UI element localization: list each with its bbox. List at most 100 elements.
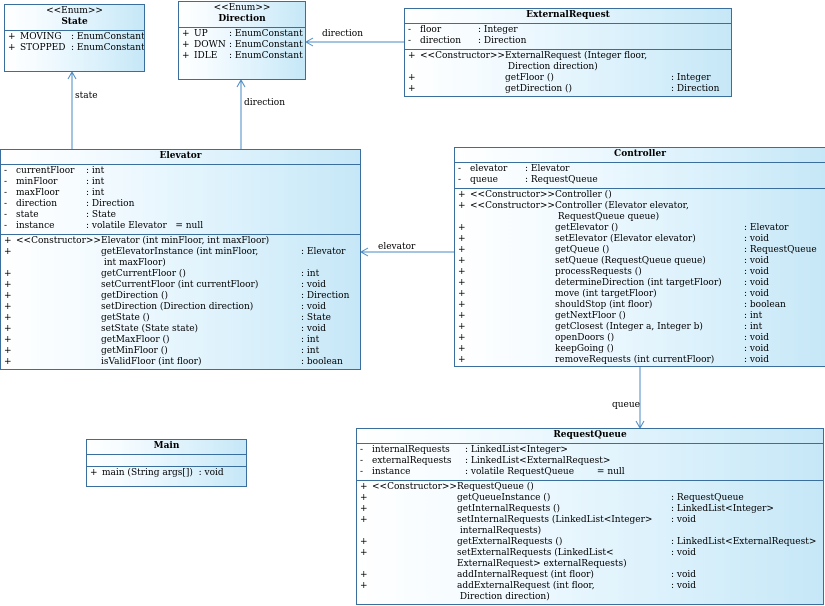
class-controller[interactable]: Controller-elevator: Elevator-queue: Req… (454, 147, 825, 367)
visibility-marker: - (408, 25, 412, 35)
attribute-row: +MOVING: EnumConstant (5, 32, 144, 43)
operation-stereotype (16, 247, 101, 269)
operation-row: +<<Constructor>>Elevator (int minFloor, … (1, 236, 360, 247)
operation-signature: getQueue () (555, 245, 610, 255)
attribute-row: +UP: EnumConstant (179, 29, 305, 40)
attribute-name: instance (372, 467, 411, 477)
visibility-marker: + (182, 51, 190, 61)
visibility-marker: + (458, 300, 466, 310)
visibility-marker: + (4, 313, 12, 323)
operation-row: +setState (State state): void (1, 324, 360, 335)
visibility-marker: + (4, 346, 12, 356)
assoc-label-state: state (75, 91, 98, 101)
visibility-marker: + (360, 504, 368, 514)
visibility-marker: + (182, 40, 190, 50)
operation-row: +determineDirection (int targetFloor): v… (455, 278, 825, 289)
class-main[interactable]: Main+main (String args[]) : void (86, 439, 247, 487)
visibility-marker: - (360, 456, 364, 466)
attribute-row: -currentFloor: int (1, 166, 360, 177)
operation-return-type: : void (301, 324, 327, 334)
operation-return-type: : void (744, 355, 770, 365)
operation-signature: getFloor () (505, 73, 554, 83)
operation-return-type: : Elevator (744, 223, 789, 233)
operation-stereotype (372, 570, 457, 581)
attribute-type: : int (86, 177, 105, 187)
operations-section: +main (String args[]) : void (87, 467, 246, 481)
attribute-row: -state: State (1, 210, 360, 221)
operation-signature: getInternalRequests () (457, 504, 561, 514)
operation-stereotype (372, 504, 457, 515)
visibility-marker: + (360, 515, 368, 525)
operation-stereotype (16, 346, 101, 357)
operation-stereotype (372, 548, 457, 570)
operation-row: +getFloor (): Integer (405, 73, 731, 84)
operation-return-type: : boolean (301, 357, 343, 367)
visibility-marker: + (360, 548, 368, 558)
attribute-type: : RequestQueue (525, 175, 598, 185)
operation-row: + removeRequests (int currentFloor) : void (455, 355, 825, 366)
class-external-request[interactable]: ExternalRequest-floor: Integer-direction… (404, 8, 732, 97)
operation-row: +setCurrentFloor (int currentFloor): voi… (1, 280, 360, 291)
operation-signature: RequestQueue () (457, 482, 534, 492)
operation-return-type: : void (744, 289, 770, 299)
class-elevator[interactable]: Elevator-currentFloor: int-minFloor: int… (0, 149, 361, 370)
assoc-label-controller-queue: queue (612, 400, 641, 410)
attribute-type: : volatile Elevator = null (86, 221, 204, 231)
visibility-marker: - (4, 188, 8, 198)
attribute-row: -minFloor: int (1, 177, 360, 188)
operation-return-type: : State (301, 313, 331, 323)
visibility-marker: + (360, 537, 368, 547)
visibility-marker: - (360, 467, 364, 477)
visibility-marker: + (458, 344, 466, 354)
attribute-name: currentFloor (16, 166, 75, 176)
attribute-type: : EnumConstant (229, 40, 303, 50)
attribute-name: direction (420, 36, 462, 46)
operation-row: +isValidFloor (int floor): boolean (1, 357, 360, 368)
operation-row: +<<Constructor>>Controller (Elevator ele… (455, 201, 825, 223)
attribute-type: : EnumConstant (229, 51, 303, 61)
class-request-queue[interactable]: RequestQueue-internalRequests: LinkedLis… (356, 428, 824, 605)
attributes-section: -elevator: Elevator-queue: RequestQueue (455, 163, 825, 189)
visibility-marker: + (4, 335, 12, 345)
class-direction[interactable]: <<Enum>>Direction+UP: EnumConstant+DOWN:… (178, 1, 306, 80)
operation-return-type: : void (744, 344, 770, 354)
operation-return-type: : int (744, 311, 763, 321)
visibility-marker: + (90, 468, 98, 478)
attribute-name: UP (194, 29, 208, 39)
operation-return-type: : RequestQueue (671, 493, 744, 503)
visibility-marker: + (458, 201, 466, 211)
operation-signature: removeRequests (int currentFloor) (555, 355, 715, 365)
operation-return-type: : void (744, 256, 770, 266)
visibility-marker: + (360, 493, 368, 503)
visibility-marker: + (458, 322, 466, 332)
operation-stereotype (372, 493, 457, 504)
visibility-marker: + (4, 280, 12, 290)
operations-section: +<<Constructor>>Elevator (int minFloor, … (1, 235, 360, 369)
visibility-marker: - (4, 177, 8, 187)
class-state[interactable]: <<Enum>>State+MOVING: EnumConstant+STOPP… (4, 4, 145, 72)
attribute-row: -direction: Direction (1, 199, 360, 210)
operation-return-type: : LinkedList<Integer> (671, 504, 774, 514)
class-header: <<Enum>>Direction (179, 2, 305, 28)
attributes-section: -floor: Integer-direction: Direction (405, 24, 731, 50)
visibility-marker: + (458, 355, 466, 365)
operation-stereotype (16, 280, 101, 291)
operation-row: +setDirection (Direction direction): voi… (1, 302, 360, 313)
attribute-type: : EnumConstant (229, 29, 303, 39)
operation-stereotype (16, 313, 101, 324)
operation-stereotype (470, 278, 555, 289)
operation-stereotype: <<Constructor>> (470, 190, 555, 200)
visibility-marker: + (4, 236, 12, 246)
operation-stereotype (16, 357, 101, 368)
operation-stereotype (470, 311, 555, 322)
operation-row: + getInternalRequests () : LinkedList<Inte… (357, 504, 823, 515)
operation-stereotype: <<Constructor>> (16, 236, 101, 246)
attribute-type: : Direction (478, 36, 527, 46)
operation-signature: setState (State state) (101, 324, 199, 334)
operation-signature: getQueueInstance () (457, 493, 551, 503)
attribute-type: : Integer (478, 25, 518, 35)
operation-signature: setElevator (Elevator elevator) (555, 234, 696, 244)
attribute-name: instance (16, 221, 55, 231)
class-header: ExternalRequest (405, 9, 731, 24)
